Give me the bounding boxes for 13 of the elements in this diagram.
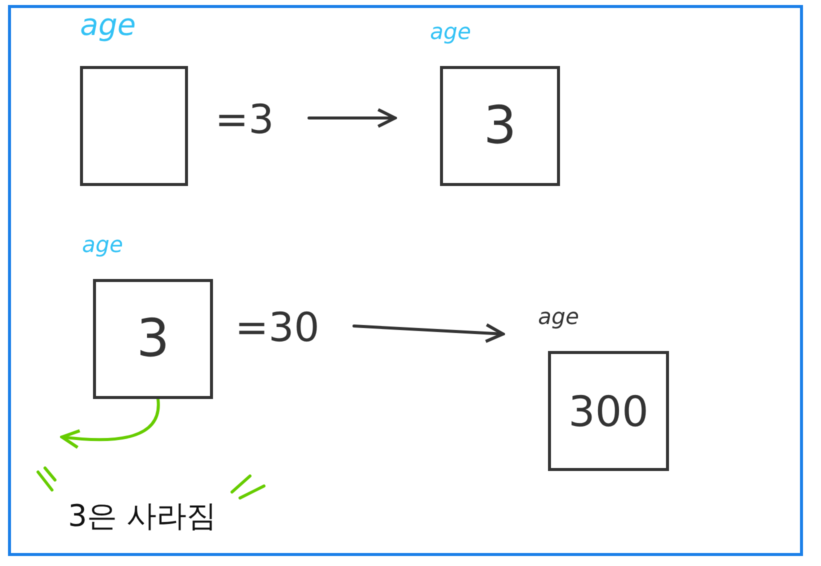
equation-text: =30 bbox=[235, 308, 320, 348]
value-text: 300 bbox=[568, 386, 649, 436]
equation-text: =3 bbox=[215, 100, 274, 140]
variable-name: age bbox=[82, 233, 123, 258]
value-text: 3 bbox=[483, 96, 517, 156]
variable-name: age bbox=[538, 305, 579, 330]
value-text: 3 bbox=[136, 309, 170, 369]
arrow bbox=[60, 398, 160, 449]
variable-name: age bbox=[80, 8, 136, 43]
arrow bbox=[352, 323, 505, 344]
arrow bbox=[308, 108, 397, 128]
note-text: 3은 사라짐 bbox=[68, 498, 217, 536]
variable-name: age bbox=[430, 20, 471, 45]
